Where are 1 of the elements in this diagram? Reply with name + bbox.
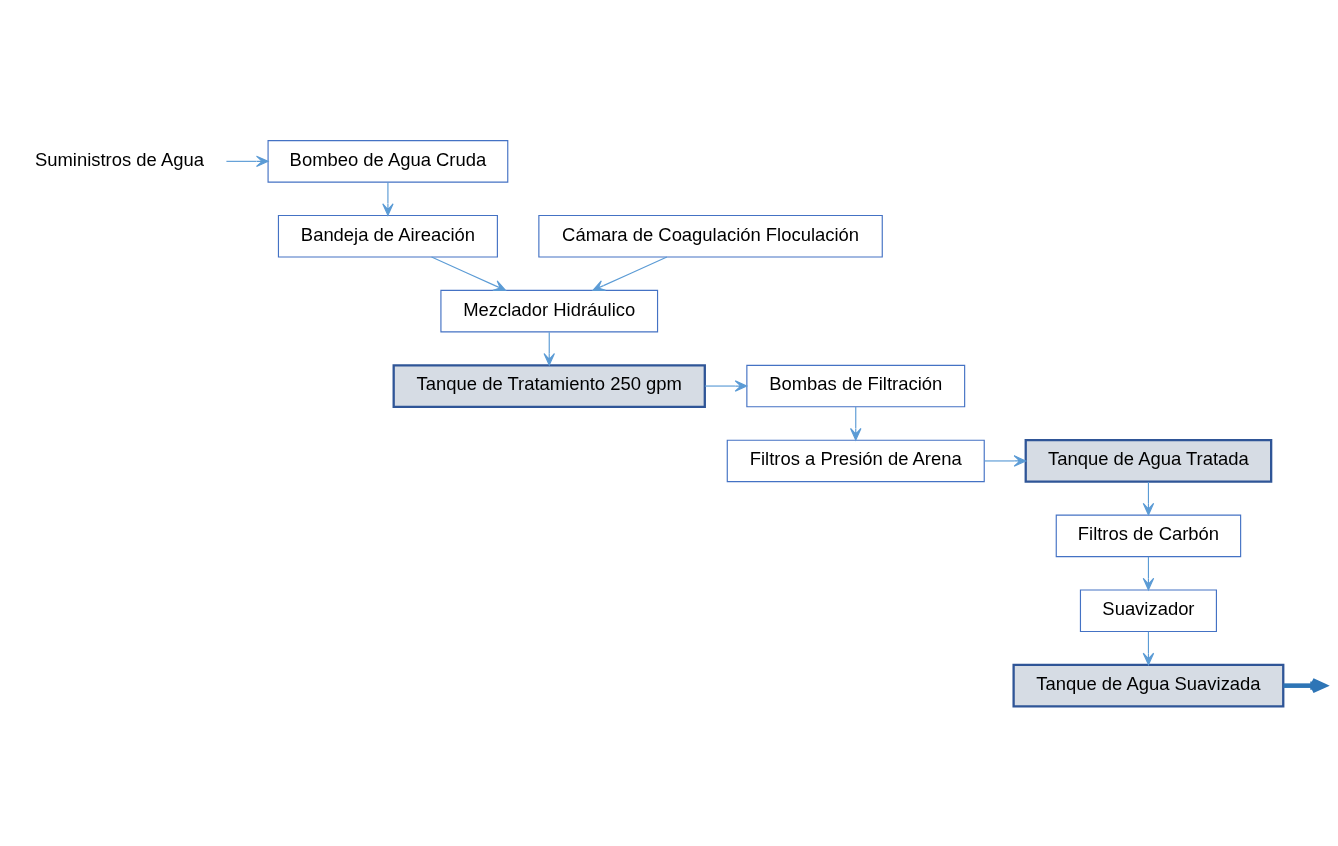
node-text: Suministros de Agua [34,148,204,170]
